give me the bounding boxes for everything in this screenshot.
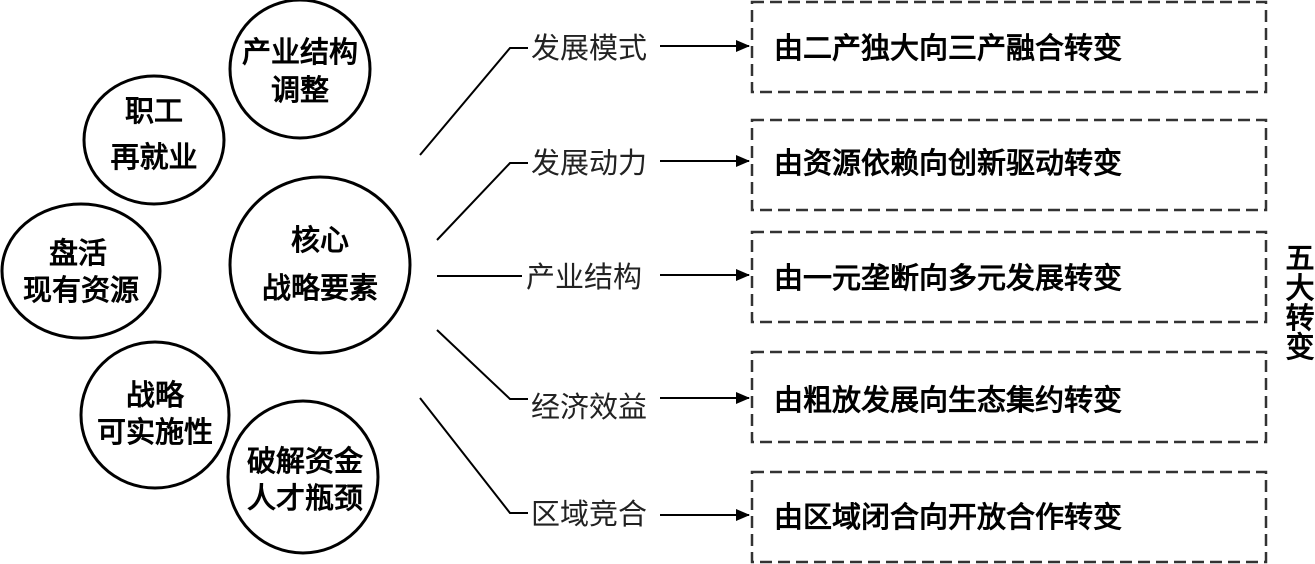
satellite-line-1: 盘活 — [49, 236, 107, 270]
satellite-line-1: 战略 — [126, 378, 185, 412]
side-title: 五 大 转 变 — [1285, 241, 1314, 364]
transformation-box: 由资源依赖向创新驱动转变 — [750, 118, 1268, 212]
transformation-label: 发展动力 — [531, 146, 647, 180]
satellite-feasibility: 战略 可实施性 — [79, 340, 231, 490]
transformation-text: 由二产独大向三产融合转变 — [774, 31, 1122, 65]
transformation-label: 区域竞合 — [531, 497, 647, 531]
satellite-reemployment: 职工 再就业 — [82, 74, 226, 206]
satellite-line-2: 现有资源 — [23, 273, 139, 307]
arrows — [660, 40, 750, 521]
transformation-box: 由区域闭合向开放合作转变 — [750, 470, 1268, 564]
core-line-2: 战略要素 — [262, 271, 378, 305]
transformation-text: 由区域闭合向开放合作转变 — [774, 500, 1122, 534]
connector-line — [436, 329, 528, 400]
satellite-revitalize-resources: 盘活 现有资源 — [0, 202, 162, 340]
connectors — [419, 47, 528, 514]
satellite-line-1: 产业结构 — [242, 35, 358, 69]
core-line-1: 核心 — [291, 223, 349, 257]
satellite-bottleneck: 破解资金 人才瓶颈 — [226, 399, 380, 555]
transformation-text: 由粗放发展向生态集约转变 — [774, 383, 1122, 417]
side-title-char: 五 — [1285, 241, 1314, 275]
transformation-text: 由一元垄断向多元发展转变 — [774, 261, 1122, 295]
satellite-line-1: 职工 — [125, 94, 183, 128]
satellite-line-1: 破解资金 — [247, 444, 364, 478]
transformation-box: 由二产独大向三产融合转变 — [750, 0, 1268, 94]
transformation-label: 经济效益 — [531, 390, 647, 424]
transformation-box: 由一元垄断向多元发展转变 — [750, 230, 1268, 324]
connector-line — [436, 162, 528, 241]
satellite-industry-adjust: 产业结构 调整 — [228, 0, 372, 140]
satellite-line-2: 调整 — [271, 73, 329, 107]
transformation-box: 由粗放发展向生态集约转变 — [750, 350, 1268, 444]
side-title-char: 变 — [1285, 330, 1314, 364]
satellite-line-2: 再就业 — [110, 140, 197, 174]
connector-line — [419, 397, 528, 514]
side-title-char: 转 — [1285, 301, 1314, 335]
transformation-label: 发展模式 — [531, 31, 647, 65]
transformation-text: 由资源依赖向创新驱动转变 — [774, 146, 1122, 180]
satellite-line-2: 人才瓶颈 — [247, 481, 363, 515]
satellite-line-2: 可实施性 — [97, 415, 213, 449]
connector-line — [419, 47, 528, 156]
side-title-char: 大 — [1285, 271, 1314, 305]
transformation-label: 产业结构 — [526, 260, 642, 294]
core-node: 核心 战略要素 — [228, 175, 412, 355]
